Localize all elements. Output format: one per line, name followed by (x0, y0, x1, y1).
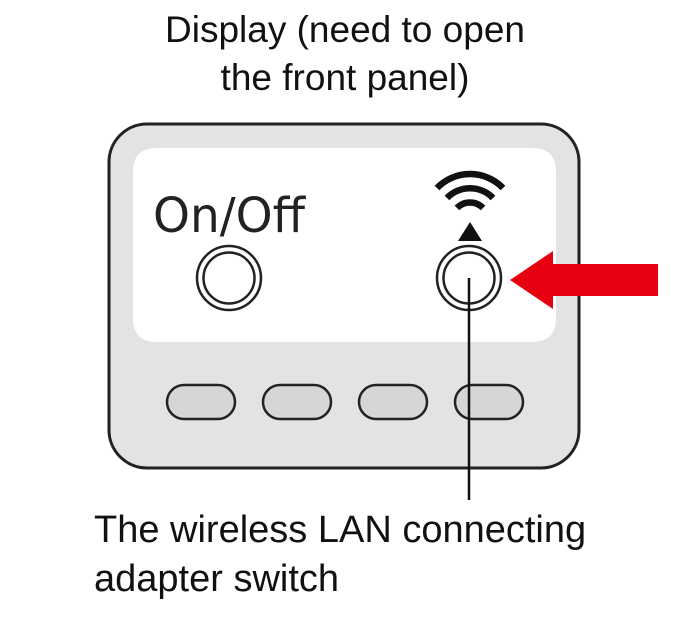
red-arrow-left-icon (510, 251, 658, 309)
switch-caption-line-2: adapter switch (94, 558, 340, 600)
panel-button-4[interactable] (453, 383, 525, 421)
switch-caption-line-1: The wireless LAN connecting (94, 509, 587, 551)
panel-button-2[interactable] (261, 383, 333, 421)
panel-button-1[interactable] (165, 383, 237, 421)
wifi-icon (434, 170, 506, 211)
on-off-label: On/Off (153, 188, 306, 244)
triangle-up-icon (458, 222, 482, 241)
on-off-button[interactable] (195, 244, 263, 312)
panel-button-3[interactable] (357, 383, 429, 421)
switch-caption: The wireless LAN connecting adapter swit… (94, 506, 586, 604)
display-caption-line-1: Display (need to open (165, 9, 525, 50)
display-caption-line-2: the front panel) (220, 57, 470, 98)
display-caption: Display (need to open the front panel) (0, 6, 690, 102)
